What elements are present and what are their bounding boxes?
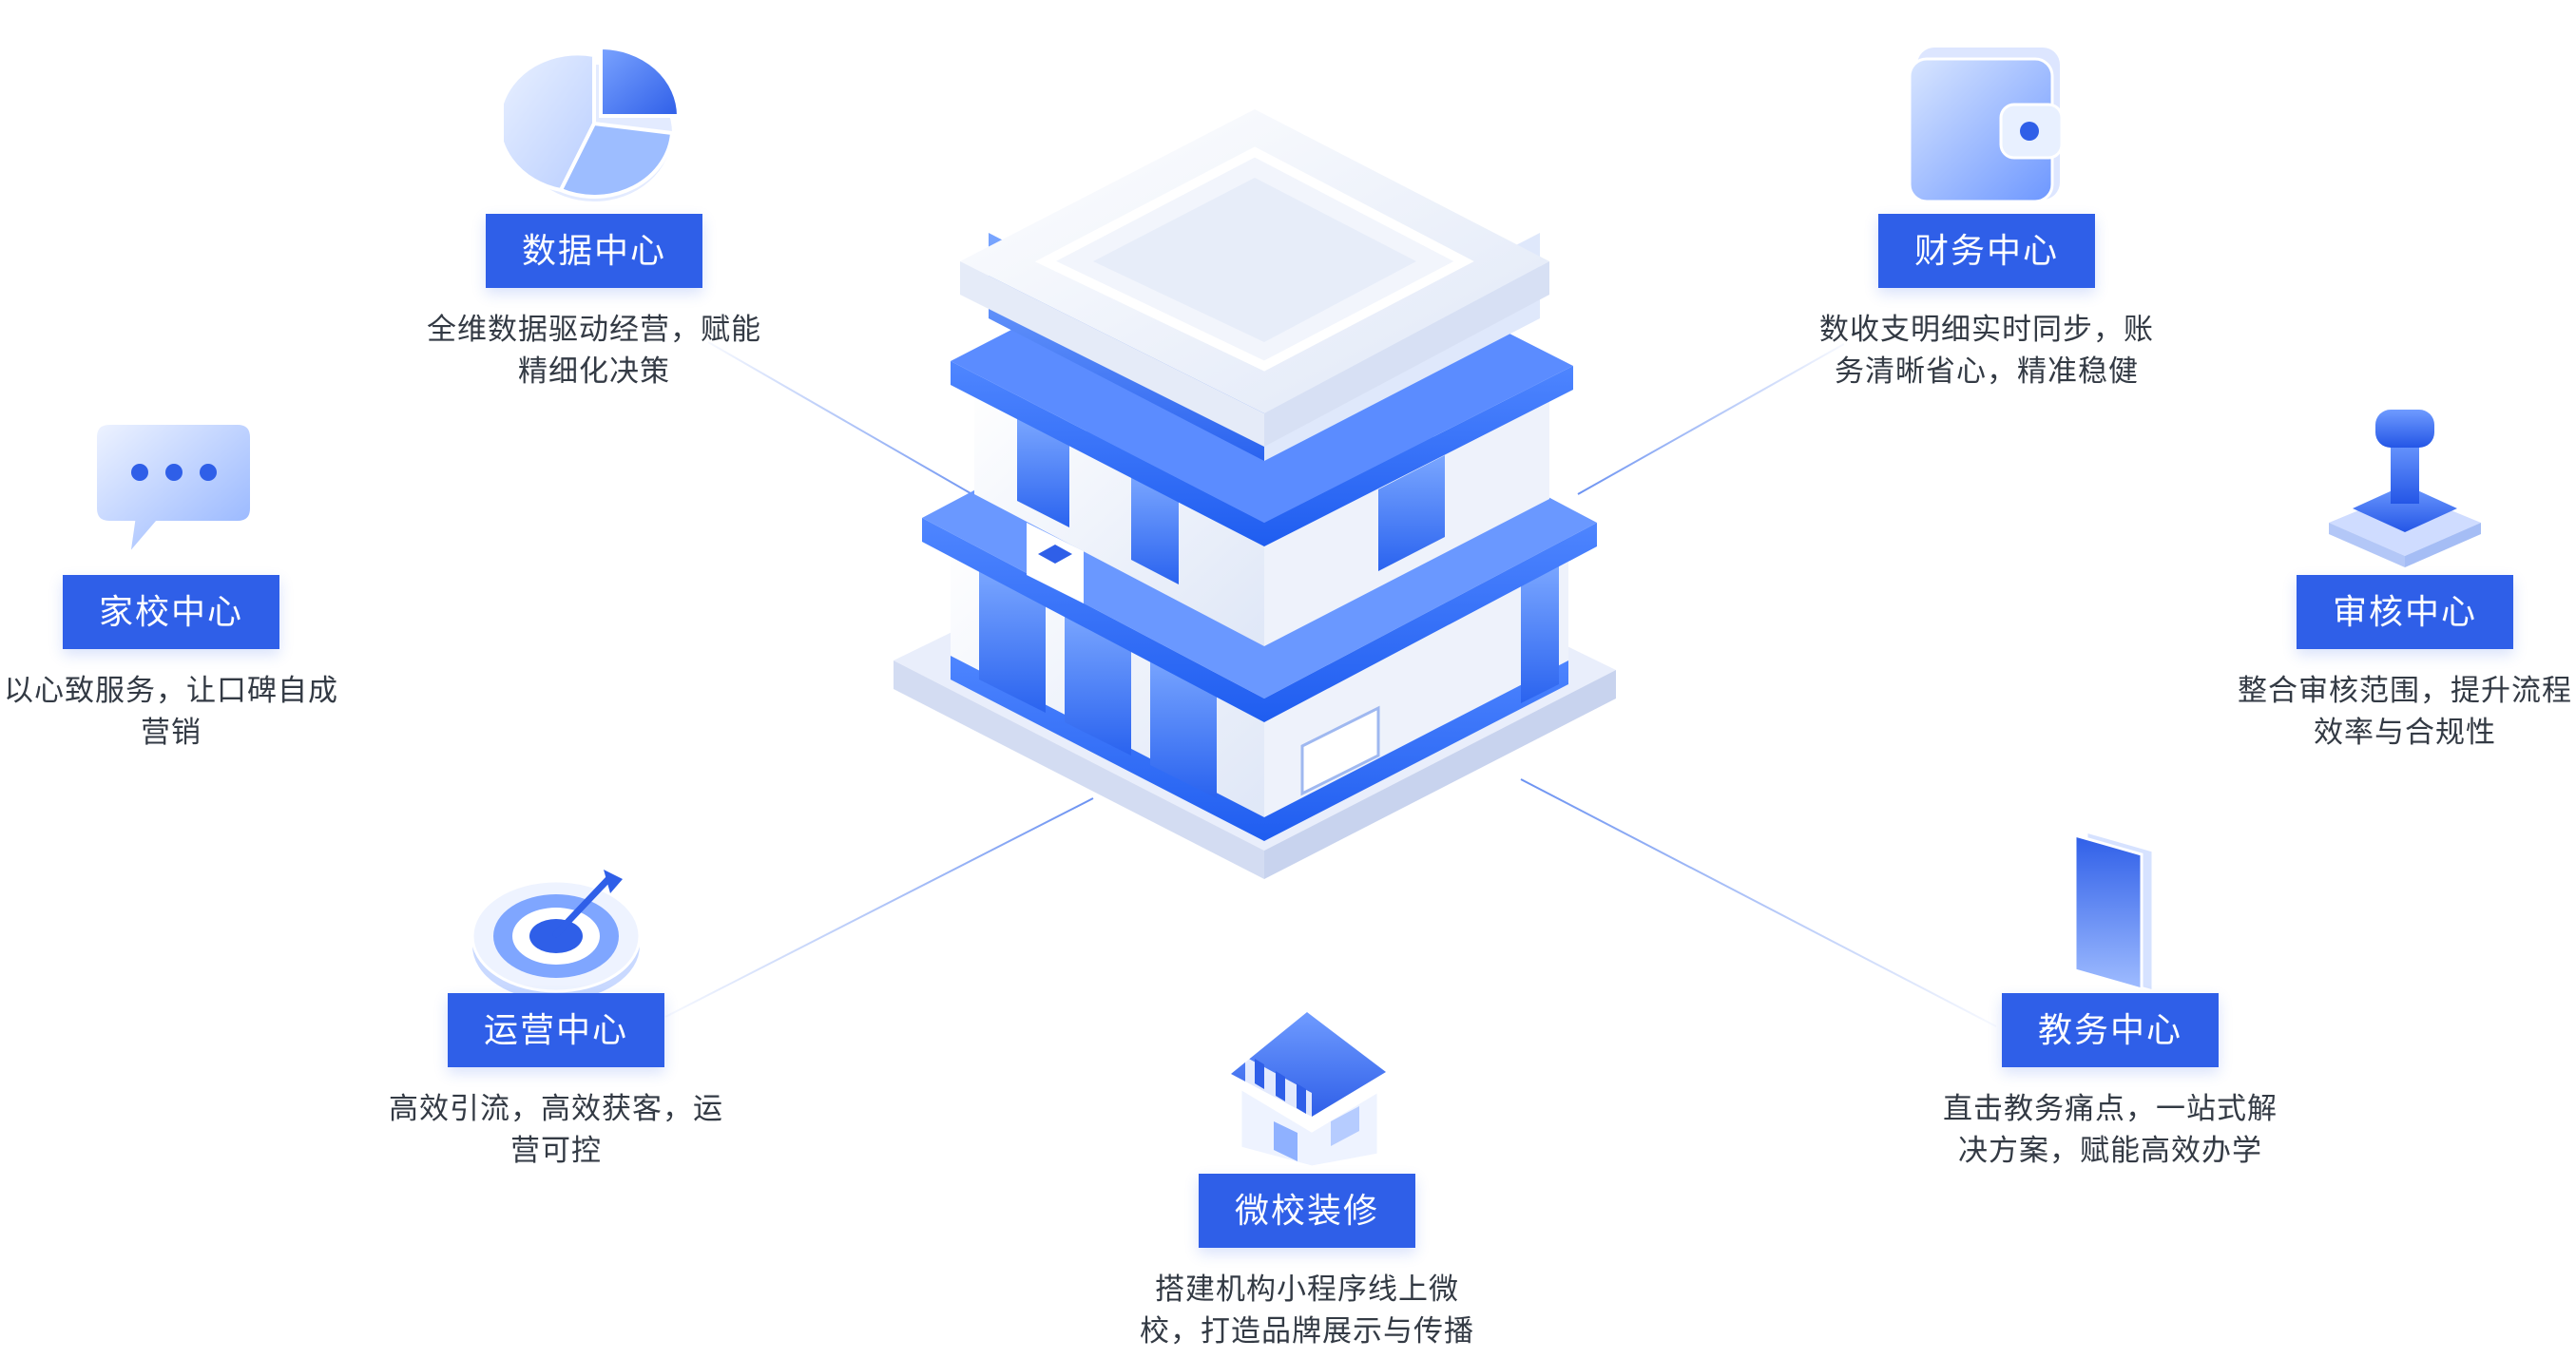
node-description: 整合审核范围，提升流程 效率与合规性 (2238, 674, 2572, 749)
connector-data-center (707, 341, 990, 505)
node-description: 以心致服务，让口碑自成 营销 (4, 674, 338, 749)
node-title: 教务中心 (2001, 993, 2220, 1067)
node-description: 直击教务痛点，一站式解 决方案，赋能高效办学 (1943, 1092, 2278, 1167)
node-micro-school-decoration: 微校装修 搭建机构小程序线上微 校，打造品牌展示与传播 (1107, 998, 1507, 1359)
node-home-school-center: 家校中心 以心致服务，让口碑自成 营销 (0, 404, 371, 765)
connector-academic-center (1520, 778, 1997, 1027)
node-academic-center: 教务中心 直击教务痛点，一站式解 决方案，赋能高效办学 (1911, 822, 2310, 1202)
node-description: 数收支明细实时同步，账 务清晰省心，精准稳健 (1819, 313, 2154, 388)
node-title: 家校中心 (62, 575, 280, 649)
wallet-icon (1908, 48, 2064, 203)
node-finance-center: 财务中心 数收支明细实时同步，账 务清晰省心，精准稳健 (1787, 38, 2186, 399)
school-building-icon (894, 109, 1616, 879)
node-title: 运营中心 (447, 993, 665, 1067)
storefront-icon (1231, 1012, 1386, 1169)
node-data-center: 数据中心 全维数据驱动经营，赋能 精细化决策 (394, 38, 794, 399)
node-title: 财务中心 (1877, 214, 2096, 288)
node-operation-center: 运营中心 高效引流，高效获客，运 营可控 (356, 841, 756, 1202)
node-description: 高效引流，高效获客，运 营可控 (389, 1092, 723, 1167)
pie-chart-icon (504, 45, 682, 201)
node-description: 全维数据驱动经营，赋能 精细化决策 (427, 313, 761, 388)
chat-bubble-icon (93, 421, 254, 563)
node-description: 搭建机构小程序线上微 校，打造品牌展示与传播 (1140, 1273, 1474, 1348)
book-icon (2073, 830, 2155, 993)
node-title: 审核中心 (2296, 575, 2514, 649)
node-review-center: 审核中心 整合审核范围，提升流程 效率与合规性 (2205, 404, 2576, 765)
node-title: 数据中心 (485, 214, 703, 288)
connector-finance-center (1577, 343, 1845, 495)
connector-operation-center (664, 797, 1094, 1018)
target-icon (471, 870, 642, 1001)
stamp-icon (2329, 410, 2481, 567)
node-title: 微校装修 (1198, 1174, 1416, 1248)
